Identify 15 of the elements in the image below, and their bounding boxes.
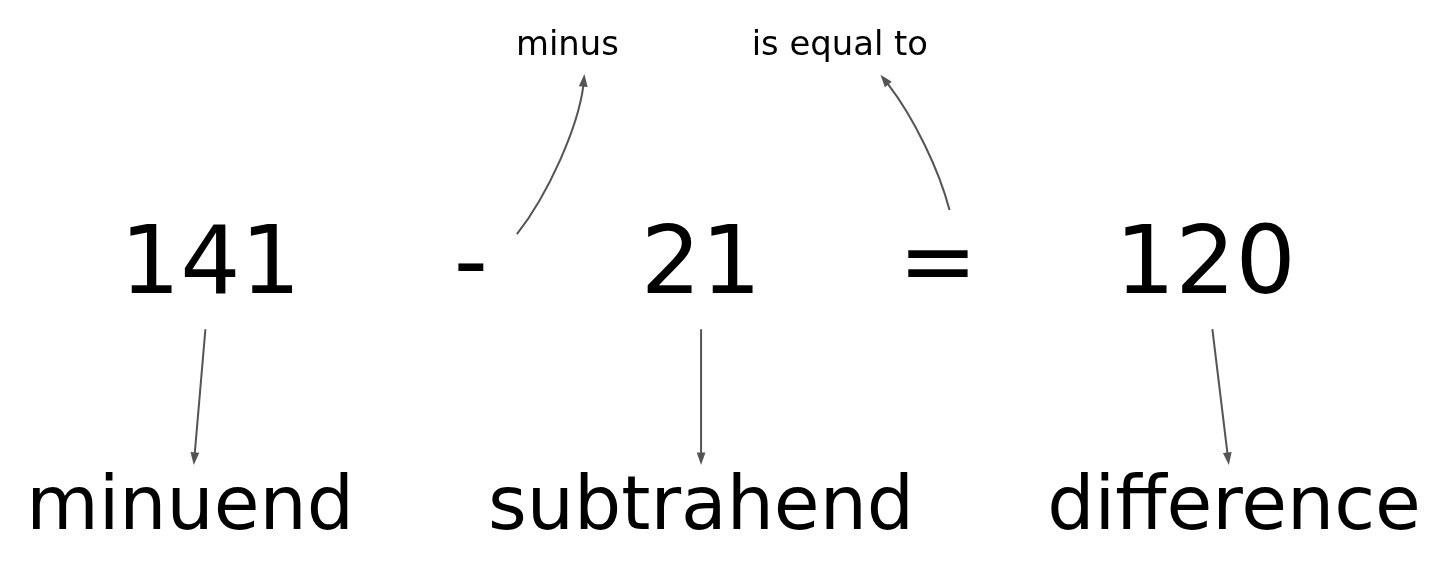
node-text: 21 [640,204,762,315]
node-text: subtrahend [488,459,915,547]
arrow [190,328,207,465]
arrow [696,328,706,465]
node-text: = [898,204,978,315]
arrow [516,73,588,235]
arrow [1211,328,1232,465]
node-text: difference [1047,459,1421,547]
node-text: minuend [26,459,354,547]
node-text: 141 [119,204,301,315]
arrow [880,74,951,210]
node-text: - [453,204,489,315]
node-text: is equal to [751,23,928,63]
node-text: 120 [1114,204,1296,315]
node-text: minus [515,23,619,63]
